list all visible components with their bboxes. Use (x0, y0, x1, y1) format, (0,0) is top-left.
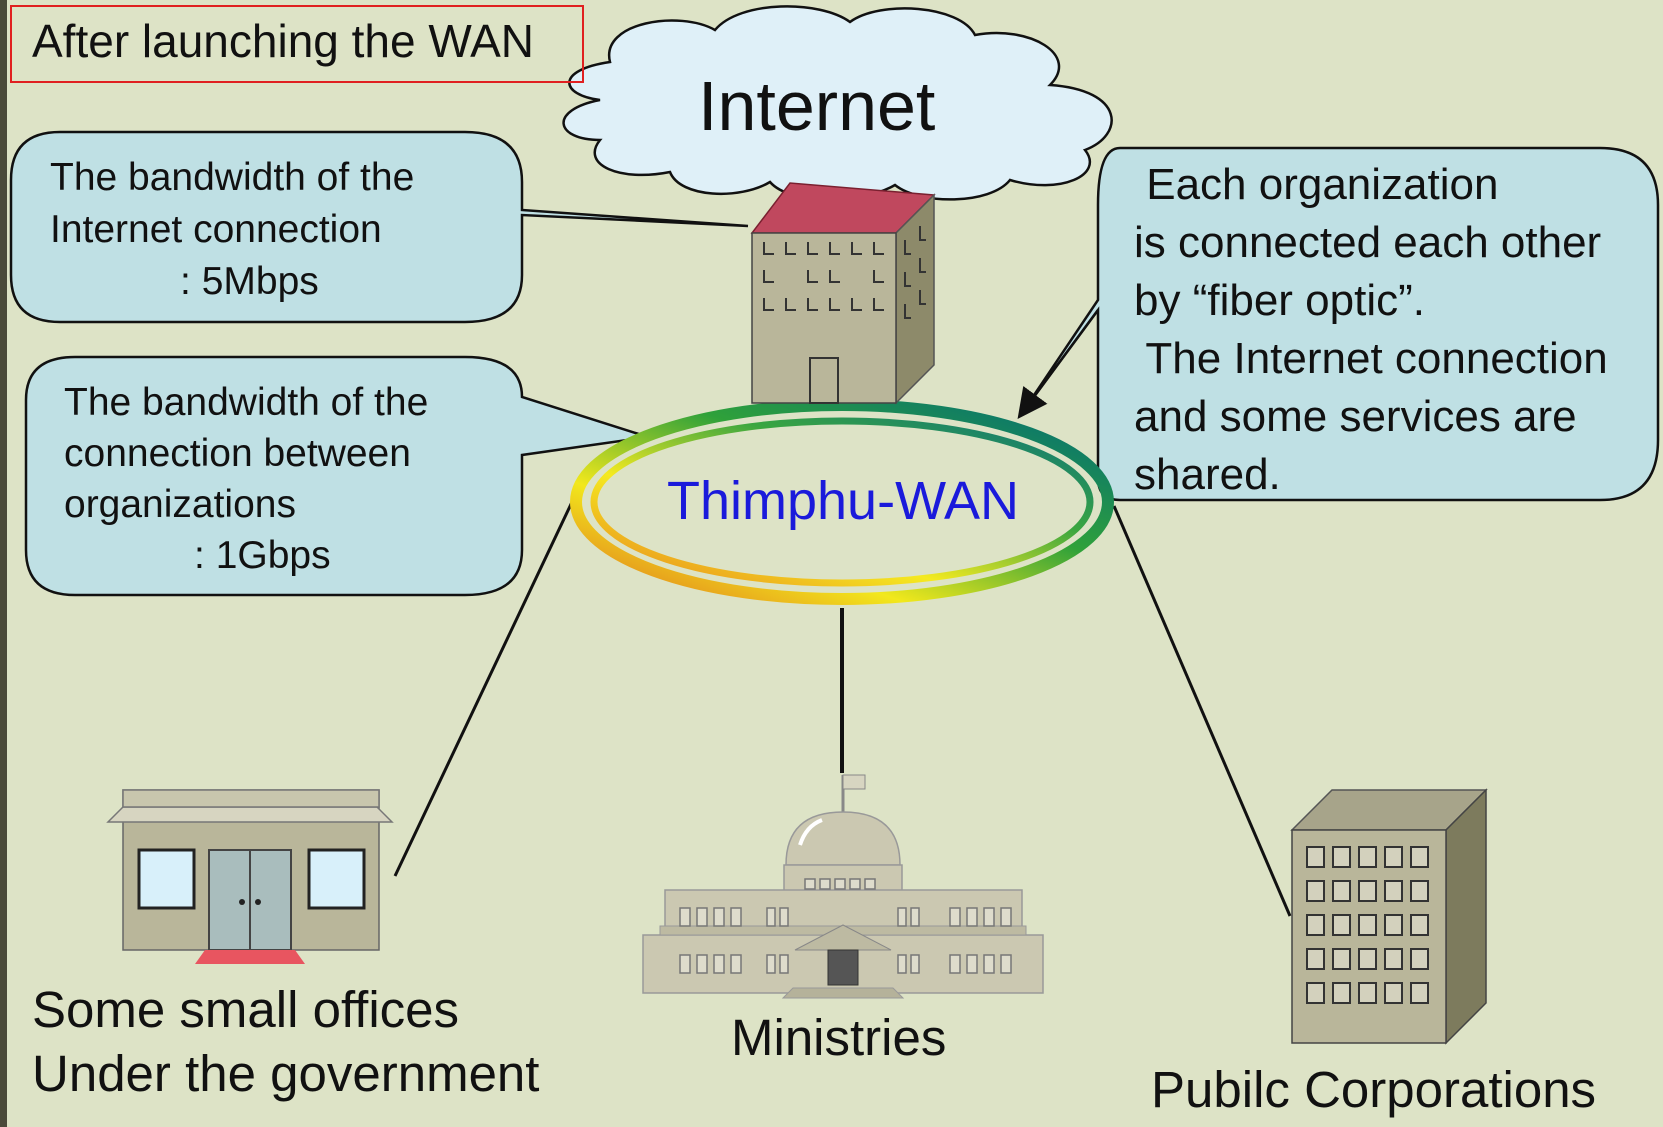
callout-fiber-note-text: Each organization is connected each othe… (1134, 160, 1608, 499)
diagram-title: After launching the WAN (32, 15, 534, 67)
link-offices (393, 501, 574, 877)
callout-internet-bandwidth-text: The bandwidth of the Internet connection… (50, 156, 415, 303)
callout-org-bandwidth-text: The bandwidth of the connection between … (64, 381, 429, 577)
callout-internet-bandwidth (9, 130, 749, 324)
ministries-label: Ministries (731, 1009, 947, 1066)
small-offices-label: Some small offices Under the government (32, 981, 540, 1102)
ministries-building-icon (642, 774, 1044, 999)
left-edge-bar (0, 0, 7, 1127)
wan-ring (570, 399, 1114, 605)
callout-fiber-note (1020, 146, 1660, 502)
internet-label: Internet (698, 67, 936, 145)
wan-label: Thimphu-WAN (667, 471, 1020, 531)
link-corporations (1112, 505, 1292, 917)
internet-cloud (562, 5, 1113, 201)
small-office-icon (106, 789, 394, 964)
isp-building-icon (750, 182, 936, 405)
fiber-arrow (1017, 309, 1100, 420)
title-box (10, 5, 584, 83)
corporation-building-icon (1290, 788, 1488, 1045)
callout-org-bandwidth (24, 355, 649, 597)
public-corporations-label: Pubilc Corporations (1151, 1061, 1597, 1118)
